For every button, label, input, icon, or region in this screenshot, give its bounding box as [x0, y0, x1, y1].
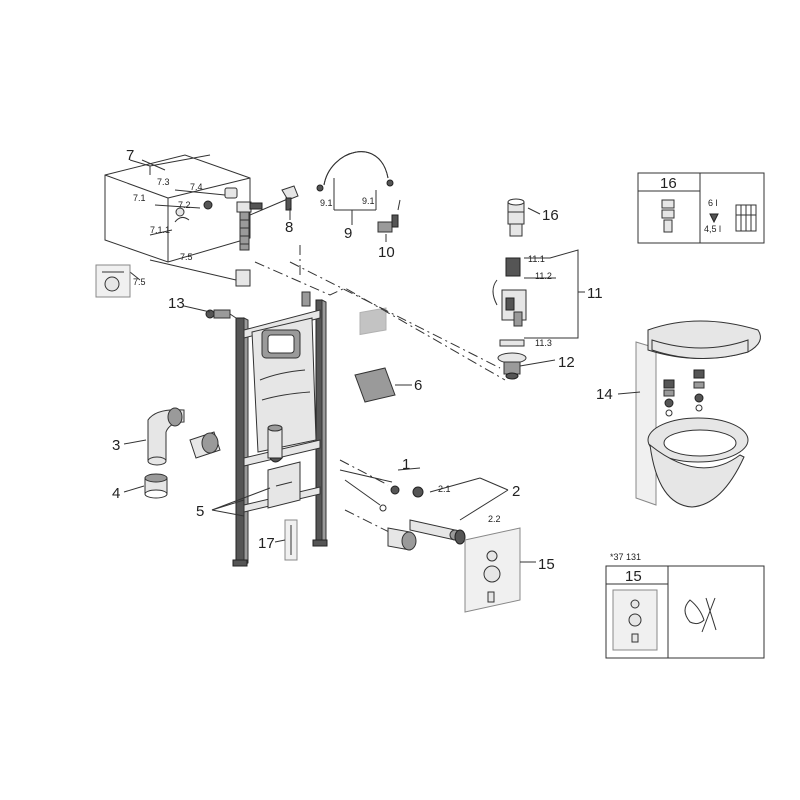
- inset16-top-value: 6 l: [708, 198, 718, 208]
- label-9-1a: 9.1: [320, 198, 333, 208]
- label-17: 17: [258, 535, 275, 552]
- label-7-1-1: 7.1.1: [150, 225, 170, 235]
- label-2: 2: [512, 483, 520, 500]
- label-13: 13: [168, 295, 185, 312]
- connector-8: [281, 185, 299, 211]
- flush-valve-16: [507, 198, 525, 237]
- sound-insulation-pad-15: [464, 527, 521, 613]
- bracket-17: [284, 519, 298, 561]
- drain-bend-3: [147, 407, 221, 466]
- access-plate-6: [354, 307, 405, 403]
- part-7-5-card: [95, 264, 131, 298]
- label-4: 4: [112, 485, 120, 502]
- callout-leaders: [123, 159, 641, 563]
- label-7-4: 7.4: [190, 182, 203, 192]
- inset15-ref: *37 131: [610, 552, 641, 562]
- flexible-hose-9: [316, 151, 394, 225]
- installation-frame: [232, 291, 328, 567]
- label-2-1: 2.1: [438, 484, 451, 494]
- label-1: 1: [402, 456, 410, 473]
- label-7-3: 7.3: [157, 177, 170, 187]
- angle-valve-10: [377, 199, 401, 233]
- flush-valve-11: [492, 257, 527, 347]
- label-2-2: 2.2: [488, 514, 501, 524]
- float-12: [497, 352, 527, 380]
- label-7-5b: 7.5: [133, 277, 146, 287]
- label-3: 3: [112, 437, 120, 454]
- label-7-1: 7.1: [133, 193, 146, 203]
- inset16-title: 16: [660, 175, 677, 192]
- label-12: 12: [558, 354, 575, 371]
- fill-valve: [236, 201, 263, 251]
- label-5: 5: [196, 503, 204, 520]
- sleeve-4: [144, 473, 168, 499]
- label-9: 9: [344, 225, 352, 242]
- label-6: 6: [414, 377, 422, 394]
- label-8: 8: [285, 219, 293, 236]
- label-11-3: 11.3: [535, 338, 552, 348]
- label-11: 11: [587, 285, 603, 302]
- label-10: 10: [378, 244, 395, 261]
- label-15: 15: [538, 556, 555, 573]
- label-7-2: 7.2: [178, 200, 191, 210]
- pipe-2: [387, 519, 466, 551]
- wall-hung-wc-14: [635, 320, 761, 508]
- bolts-1: [339, 469, 424, 512]
- fixing-bolt-13: [205, 309, 237, 319]
- kit-box-7: [104, 154, 291, 287]
- label-7-5a: 7.5: [180, 252, 193, 262]
- label-7: 7: [126, 147, 134, 164]
- label-16: 16: [542, 207, 559, 224]
- callout-labels: 7 7.3 7.4 7.1 7.2 7.1.1 7.5 7.5 8 9.1 9.…: [112, 147, 613, 573]
- inset16-bottom-value: 4,5 l: [704, 224, 721, 234]
- label-14: 14: [596, 386, 613, 403]
- inset-box-16: 16 6 l 4,5 l: [637, 172, 765, 244]
- label-11-1: 11.1: [528, 254, 545, 264]
- label-9-1b: 9.1: [362, 196, 375, 206]
- inset15-title: 15: [625, 568, 642, 585]
- label-11-2: 11.2: [535, 271, 552, 281]
- inset-box-15: *37 131 15: [605, 552, 765, 659]
